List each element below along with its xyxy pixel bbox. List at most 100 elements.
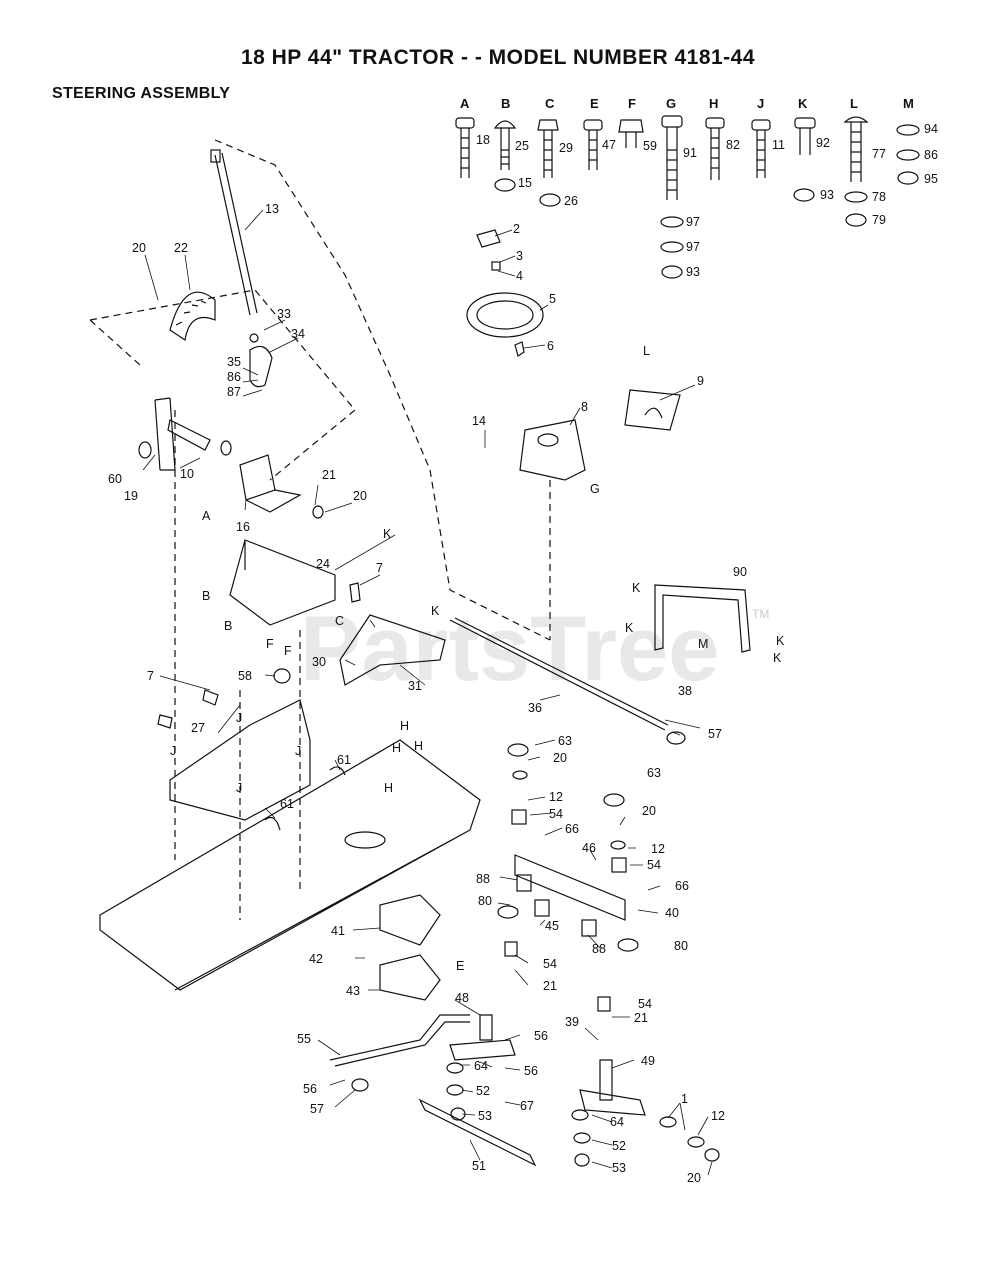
bushing-54a (511, 809, 527, 825)
leader-lines (142, 209, 713, 1176)
nut-93a-icon (661, 265, 683, 279)
hw-col-c: C (545, 96, 555, 111)
part-label: 54 (549, 807, 563, 821)
part-label: 26 (564, 194, 578, 208)
pinion-gear (249, 345, 273, 388)
part-label: 12 (711, 1109, 725, 1123)
steering-wheel (466, 292, 544, 338)
part-label: 91 (683, 146, 697, 160)
part-label: 97 (686, 215, 700, 229)
bushing-54c (504, 941, 518, 957)
spindle-49 (579, 1059, 646, 1116)
part-labels: 18 25 15 29 26 47 59 91 97 97 93 82 11 9… (108, 122, 938, 1185)
bolt-c-icon (537, 119, 559, 178)
part-label: 61 (280, 797, 294, 811)
washer-78-icon (844, 191, 868, 203)
callout-letter: K (773, 651, 782, 665)
part-label: 20 (687, 1171, 701, 1185)
callout-letter: J (236, 711, 242, 725)
hardware-legend: A B C E F G H J K L M (455, 96, 920, 279)
part-label: 56 (524, 1064, 538, 1078)
part-label: 82 (726, 138, 740, 152)
part-label: 57 (310, 1102, 324, 1116)
callout-letter: B (224, 619, 232, 633)
part-label: 93 (820, 188, 834, 202)
hw-col-k: K (798, 96, 808, 111)
tie-rod-51 (418, 1098, 537, 1167)
part-label: 52 (612, 1139, 626, 1153)
part-label: 88 (592, 942, 606, 956)
part-label: 13 (265, 202, 279, 216)
frame-plate-27 (169, 699, 311, 821)
part-label: 63 (558, 734, 572, 748)
nut-15-icon (494, 178, 516, 192)
hw-col-a: A (460, 96, 470, 111)
part-label: 15 (518, 176, 532, 190)
part-label: 12 (651, 842, 665, 856)
part-label: 10 (180, 467, 194, 481)
bushing-58-icon (273, 668, 291, 684)
part-label: 18 (476, 133, 490, 147)
part-label: 7 (147, 669, 154, 683)
bolt-f-icon (618, 119, 644, 148)
part-label: 4 (516, 269, 523, 283)
callout-letter: J (170, 744, 176, 758)
nut-26-icon (539, 193, 561, 207)
part-label: 93 (686, 265, 700, 279)
part-label: 33 (277, 307, 291, 321)
part-label: 5 (549, 292, 556, 306)
part-label: 24 (316, 557, 330, 571)
part-label: 67 (520, 1099, 534, 1113)
part-label: 19 (124, 489, 138, 503)
bracket-43 (379, 954, 441, 1001)
clip-61b (264, 817, 281, 831)
part-label: 1 (681, 1092, 688, 1106)
part-label: 52 (476, 1084, 490, 1098)
part-label: 2 (513, 222, 520, 236)
part-label: 14 (472, 414, 486, 428)
hw-col-g: G (666, 96, 676, 111)
steering-shaft (214, 152, 258, 316)
clip-7a (349, 582, 361, 603)
nut-79-icon (845, 213, 867, 227)
drag-link-55 (329, 1014, 470, 1067)
callout-letter: K (625, 621, 634, 635)
part-label: 20 (353, 489, 367, 503)
washer-52a-icon (446, 1084, 464, 1096)
callout-letter: C (335, 614, 344, 628)
shaft-tip (210, 149, 221, 163)
washer-86-icon (896, 149, 920, 161)
callout-letter: H (414, 739, 423, 753)
part-label: 53 (478, 1109, 492, 1123)
part-label: 54 (647, 858, 661, 872)
part-label: 7 (376, 561, 383, 575)
bushing-54b (611, 857, 627, 873)
washer-52b-icon (573, 1132, 591, 1144)
bracket-41 (379, 894, 441, 946)
part-label: 79 (872, 213, 886, 227)
part-label: 97 (686, 240, 700, 254)
gear-teeth (175, 300, 207, 326)
callout-letter: E (456, 959, 464, 973)
shaft-10 (167, 419, 211, 451)
part-label: 59 (643, 139, 657, 153)
part-label: 54 (638, 997, 652, 1011)
part-label: 16 (236, 520, 250, 534)
hw-col-j: J (757, 96, 764, 111)
part-label: 20 (132, 241, 146, 255)
part-label: 51 (472, 1159, 486, 1173)
part-label: 27 (191, 721, 205, 735)
bracket-9 (624, 389, 681, 431)
washer-64b-icon (571, 1109, 589, 1121)
washer-33-icon (249, 333, 259, 343)
nut-57a-icon (666, 731, 686, 745)
washer-94-icon (896, 124, 920, 136)
part-label: 8 (581, 400, 588, 414)
dash-hole (537, 433, 559, 447)
nut-20-icon (704, 1148, 720, 1162)
part-label: 9 (697, 374, 704, 388)
spindle-48 (449, 1014, 516, 1061)
callout-letter: H (392, 741, 401, 755)
washer-12c-icon (687, 1136, 705, 1148)
